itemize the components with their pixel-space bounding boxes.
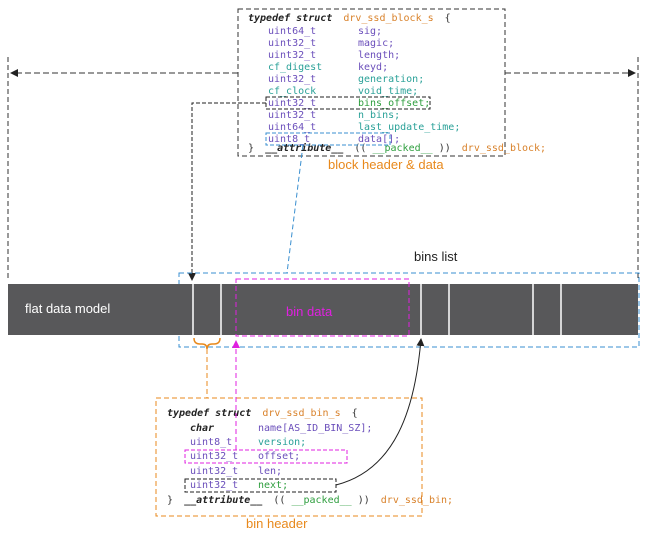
block-field-type: uint32_t	[268, 98, 316, 109]
bins-list-box	[178, 272, 640, 348]
block-struct-header: typedef struct drv_ssd_block_s {	[248, 13, 451, 24]
block-alias-name: drv_ssd_block;	[462, 143, 546, 154]
next-field-highlight	[184, 478, 337, 493]
data-field-highlight	[265, 132, 391, 146]
block-field-name: generation;	[358, 74, 424, 85]
bin-attribute-keyword: __attribute__	[184, 494, 263, 506]
block-field-name: void_time;	[358, 86, 418, 97]
block-attribute-keyword: __attribute__	[265, 142, 344, 154]
block-field-name: data[];	[358, 134, 400, 145]
bin-field-type: uint8_t	[190, 437, 232, 448]
bin-field-name: next;	[258, 480, 288, 491]
bin-open-brace: {	[352, 408, 358, 419]
data-to-bins-connector	[286, 144, 304, 274]
bin-field-type: uint32_t	[190, 451, 238, 462]
block-field-type: uint32_t	[268, 74, 316, 85]
bin-struct-name: drv_ssd_bin_s	[262, 408, 340, 419]
bin-field-name: name[AS_ID_BIN_SZ];	[258, 423, 372, 434]
bin-field-name: len;	[258, 466, 282, 477]
block-field-name: sig;	[358, 26, 382, 37]
block-packed-close: ))	[439, 143, 451, 154]
block-field-type: uint32_t	[268, 38, 316, 49]
block-close-brace: }	[248, 143, 254, 154]
offset-field-highlight	[184, 449, 348, 464]
block-open-brace: {	[445, 13, 451, 24]
bin-struct-footer: } __attribute__ (( __packed__ )) drv_ssd…	[167, 494, 453, 506]
bin-header-label: bin header	[246, 516, 308, 531]
bin-data-label: bin data	[286, 304, 333, 319]
block-packed-open: ((	[354, 143, 366, 154]
bin-struct-code: typedef struct drv_ssd_bin_s { char name…	[167, 408, 453, 506]
bin-field-type: uint32_t	[190, 466, 238, 477]
bin-packed-open: ((	[273, 495, 285, 506]
next-to-next-bin-connector	[335, 338, 425, 486]
block-field-name: n_bins;	[358, 110, 400, 121]
block-field-type: cf_clock	[268, 86, 316, 97]
block-packed-keyword: __packed__	[372, 143, 433, 154]
block-field-name: magic;	[358, 38, 394, 49]
block-struct-name: drv_ssd_block_s	[343, 13, 433, 24]
bin-field-name: offset;	[258, 451, 300, 462]
block-typedef-keyword: typedef struct	[248, 13, 332, 24]
bin-field-type: uint32_t	[190, 480, 238, 491]
bin-struct-header: typedef struct drv_ssd_bin_s {	[167, 408, 358, 419]
block-struct-footer: } __attribute__ (( __packed__ )) drv_ssd…	[248, 142, 546, 154]
bin-data-region	[235, 278, 410, 337]
block-header-data-label: block header & data	[328, 157, 444, 172]
block-field-type: uint64_t	[268, 122, 316, 133]
block-struct-code: typedef struct drv_ssd_block_s { uint64_…	[248, 13, 546, 154]
block-field-type: uint8_t	[268, 134, 310, 145]
bin-typedef-keyword: typedef struct	[167, 408, 251, 419]
bin-packed-close: ))	[358, 495, 370, 506]
bin-field-type: char	[190, 423, 214, 434]
block-field-name: length;	[358, 50, 400, 61]
block-field-type: uint32_t	[268, 110, 316, 121]
block-field-type: cf_digest	[268, 62, 322, 73]
bin-field-name: version;	[258, 437, 306, 448]
bin-close-brace: }	[167, 495, 173, 506]
block-field-type: uint64_t	[268, 26, 316, 37]
block-field-name: keyd;	[358, 62, 388, 73]
block-field-name: last_update_time;	[358, 122, 460, 133]
bin-separators	[192, 284, 562, 335]
bin-alias-name: drv_ssd_bin;	[381, 495, 453, 506]
bin-packed-keyword: __packed__	[291, 495, 352, 506]
bins-offset-connector	[188, 102, 266, 281]
flat-data-model-label: flat data model	[25, 301, 110, 316]
block-field-name: bins_offset;	[358, 98, 430, 109]
bins-list-label: bins list	[414, 249, 458, 264]
bin-struct-box	[155, 397, 423, 517]
block-field-type: uint32_t	[268, 50, 316, 61]
block-struct-box	[237, 8, 506, 157]
